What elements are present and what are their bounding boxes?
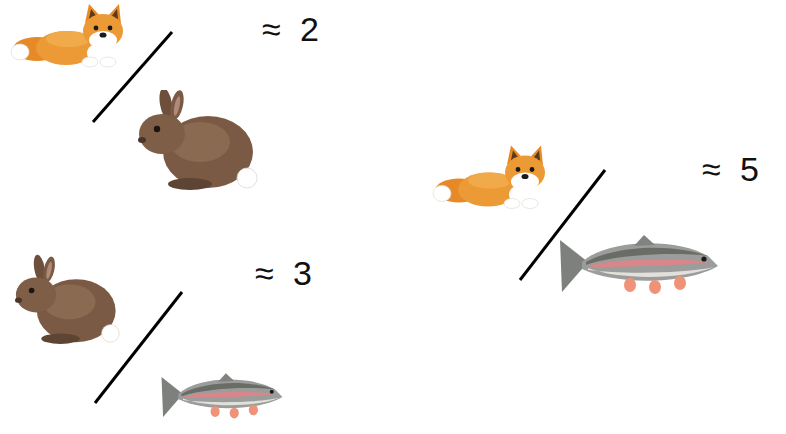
ratio-label-box: ≈ 3 — [255, 256, 312, 290]
rabbit-picture — [138, 87, 257, 190]
ratio-label-box: ≈ 5 — [702, 152, 759, 186]
rabbit-picture — [15, 254, 119, 344]
fish-picture — [162, 373, 283, 418]
ratio-label: ≈ 3 — [255, 254, 312, 292]
ratio-label: ≈ 5 — [702, 150, 759, 188]
fish-picture — [560, 235, 718, 294]
ratio-label-box: ≈ 2 — [262, 12, 319, 46]
fox-picture — [433, 146, 545, 209]
ratio-label: ≈ 2 — [262, 10, 319, 48]
fox-picture — [11, 4, 123, 67]
fraction-line — [93, 32, 172, 122]
